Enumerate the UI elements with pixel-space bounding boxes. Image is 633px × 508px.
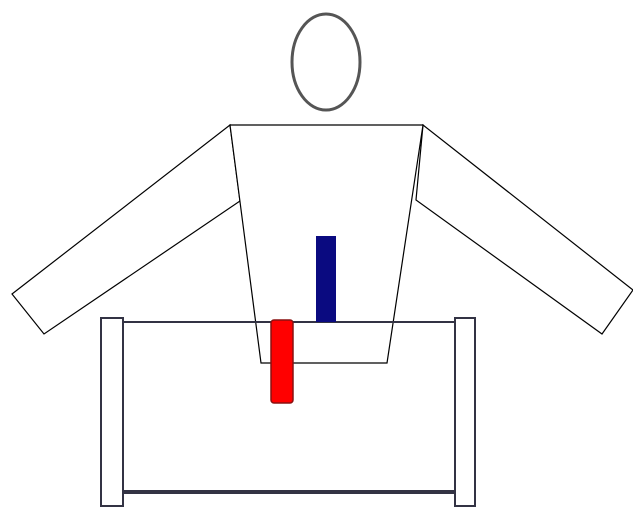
frame-left-post [101, 318, 123, 506]
frame-right-post [455, 318, 475, 506]
right-arm [416, 125, 633, 334]
red-bar [271, 320, 293, 403]
head [292, 14, 360, 110]
left-arm [12, 125, 240, 334]
blue-bar [316, 236, 336, 322]
